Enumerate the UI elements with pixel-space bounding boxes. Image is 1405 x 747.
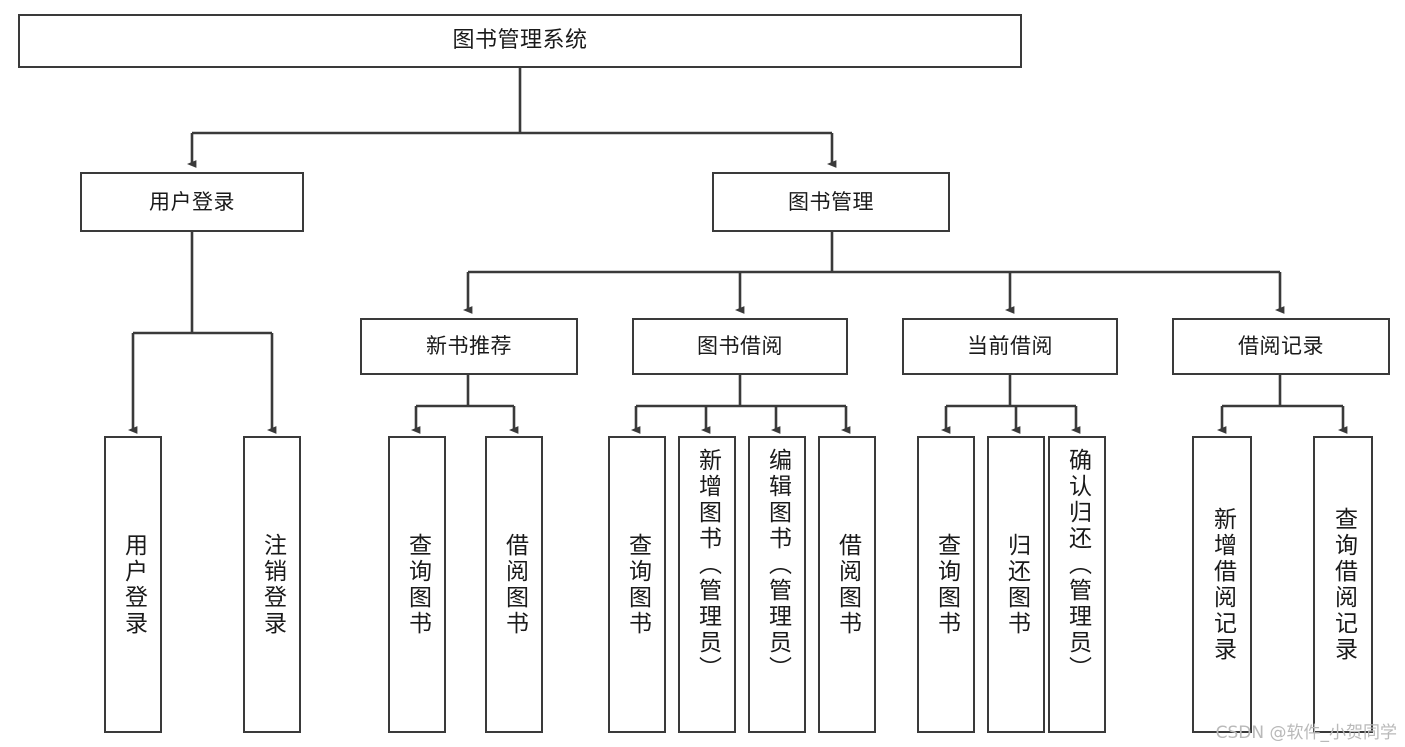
leaf-book-borrow-add-book-admin[interactable]: 新增图书（管理员） (678, 436, 736, 733)
leaf-current-borrow-return-book[interactable]: 归还图书 (987, 436, 1045, 733)
node-label: 查询图书 (404, 532, 431, 637)
leaf-user-login-logout[interactable]: 注销登录 (243, 436, 301, 733)
node-label: 借阅记录 (1238, 334, 1324, 359)
node-label: 借阅图书 (834, 532, 861, 637)
leaf-borrow-record-query-record[interactable]: 查询借阅记录 (1313, 436, 1373, 733)
node-root-book-management-system[interactable]: 图书管理系统 (18, 14, 1022, 68)
leaf-book-borrow-query-book[interactable]: 查询图书 (608, 436, 666, 733)
csdn-watermark: CSDN @软件_小贺同学 (1215, 723, 1397, 743)
leaf-book-borrow-edit-book-admin[interactable]: 编辑图书（管理员） (748, 436, 806, 733)
node-book-borrow[interactable]: 图书借阅 (632, 318, 848, 375)
node-label: 查询图书 (933, 532, 960, 637)
node-label: 新书推荐 (426, 334, 512, 359)
node-book-management[interactable]: 图书管理 (712, 172, 950, 232)
node-label: 查询图书 (624, 532, 651, 637)
leaf-borrow-record-add-record[interactable]: 新增借阅记录 (1192, 436, 1252, 733)
node-label: 当前借阅 (967, 334, 1053, 359)
leaf-new-book-query-book[interactable]: 查询图书 (388, 436, 446, 733)
node-new-book-recommend[interactable]: 新书推荐 (360, 318, 578, 375)
leaf-current-borrow-query-book[interactable]: 查询图书 (917, 436, 975, 733)
node-label: 用户登录 (149, 189, 235, 214)
node-label: 新增图书（管理员） (694, 448, 721, 682)
node-user-login[interactable]: 用户登录 (80, 172, 304, 232)
node-label: 编辑图书（管理员） (764, 448, 791, 682)
node-label: 查询借阅记录 (1330, 506, 1357, 663)
leaf-book-borrow-borrow-book[interactable]: 借阅图书 (818, 436, 876, 733)
node-current-borrow[interactable]: 当前借阅 (902, 318, 1118, 375)
leaf-user-login-login[interactable]: 用户登录 (104, 436, 162, 733)
node-label: 图书管理系统 (452, 28, 588, 54)
node-label: 图书管理 (788, 189, 874, 214)
leaf-new-book-borrow-book[interactable]: 借阅图书 (485, 436, 543, 733)
node-label: 注销登录 (259, 532, 286, 637)
node-label: 图书借阅 (697, 334, 783, 359)
node-label: 借阅图书 (501, 532, 528, 637)
node-label: 归还图书 (1003, 532, 1030, 637)
node-label: 新增借阅记录 (1209, 506, 1236, 663)
node-borrow-record[interactable]: 借阅记录 (1172, 318, 1390, 375)
node-label: 用户登录 (120, 532, 147, 637)
node-label: 确认归还（管理员） (1064, 448, 1091, 682)
leaf-current-borrow-confirm-return-admin[interactable]: 确认归还（管理员） (1048, 436, 1106, 733)
